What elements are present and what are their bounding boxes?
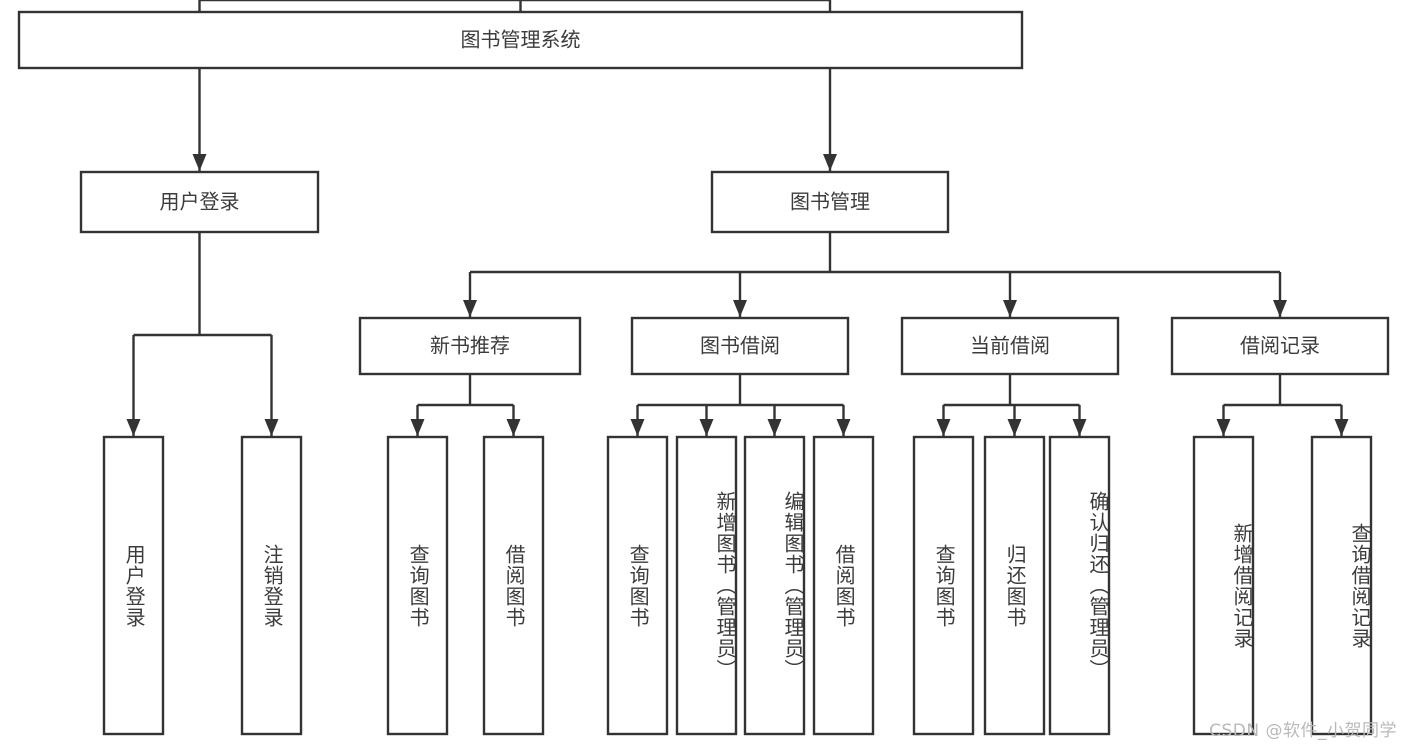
arrow-head-rec-query-book [410, 419, 425, 436]
node-box-current-borrow[interactable] [900, 316, 1120, 376]
arrow-head-borrow-query-book [630, 419, 645, 436]
node-box-book-borrow[interactable] [630, 316, 850, 376]
node-box-borrow-edit-book[interactable] [743, 435, 806, 736]
arrow-head-borrow-edit-book [767, 419, 782, 436]
node-box-borrow-query-book[interactable] [606, 435, 669, 736]
node-box-rec-add-record[interactable] [1192, 435, 1255, 736]
node-box-borrow-records[interactable] [1170, 316, 1390, 376]
node-box-root[interactable] [17, 10, 1024, 70]
node-label-book-management: 图书管理 [790, 190, 870, 214]
node-box-user-login[interactable] [79, 170, 320, 234]
arrow-head-new-book-recommend [463, 300, 477, 317]
connectors-layer [126, 0, 1349, 436]
arrow-head-current-borrow [1003, 300, 1017, 317]
node-box-borrow-borrow-book[interactable] [812, 435, 875, 736]
arrow-head-user-login-do [126, 419, 141, 436]
arrow-head-rec-add-record [1216, 419, 1231, 436]
node-label-borrow-records: 借阅记录 [1240, 334, 1320, 358]
arrow-head-borrow-borrow-book [836, 419, 851, 436]
arrow-head-rec-borrow-book [506, 419, 521, 436]
node-label-root: 图书管理系统 [461, 28, 581, 52]
node-box-cur-confirm-return[interactable] [1048, 435, 1111, 736]
arrow-head-user-logout [264, 419, 279, 436]
arrow-head-cur-return-book [1007, 419, 1022, 436]
node-box-cur-query-book[interactable] [912, 435, 975, 736]
node-box-new-book-recommend[interactable] [358, 316, 582, 376]
arrow-head-book-management [823, 154, 837, 171]
arrow-head-cur-confirm-return [1072, 419, 1087, 436]
arrow-head-book-borrow [733, 300, 747, 317]
node-box-user-logout[interactable] [240, 435, 303, 736]
node-label-user-login: 用户登录 [160, 190, 240, 214]
node-box-rec-borrow-book[interactable] [482, 435, 545, 736]
arrow-head-borrow-records [1273, 300, 1287, 317]
arrow-head-cur-query-book [936, 419, 951, 436]
node-box-rec-query-book[interactable] [386, 435, 449, 736]
arrow-head-rec-query-record [1334, 419, 1349, 436]
node-label-book-borrow: 图书借阅 [700, 334, 780, 358]
watermark-text: CSDN @软件_小贺同学 [1209, 721, 1397, 741]
node-box-rec-query-record[interactable] [1310, 435, 1373, 736]
arrow-head-user-login [192, 154, 207, 171]
boxes-layer [17, 10, 1390, 736]
node-box-user-login-do[interactable] [102, 435, 165, 736]
node-box-cur-return-book[interactable] [983, 435, 1046, 736]
node-label-new-book-recommend: 新书推荐 [430, 334, 510, 358]
node-label-current-borrow: 当前借阅 [970, 334, 1050, 358]
node-box-book-management[interactable] [710, 170, 950, 234]
arrow-head-borrow-add-book [699, 419, 714, 436]
node-box-borrow-add-book[interactable] [675, 435, 738, 736]
